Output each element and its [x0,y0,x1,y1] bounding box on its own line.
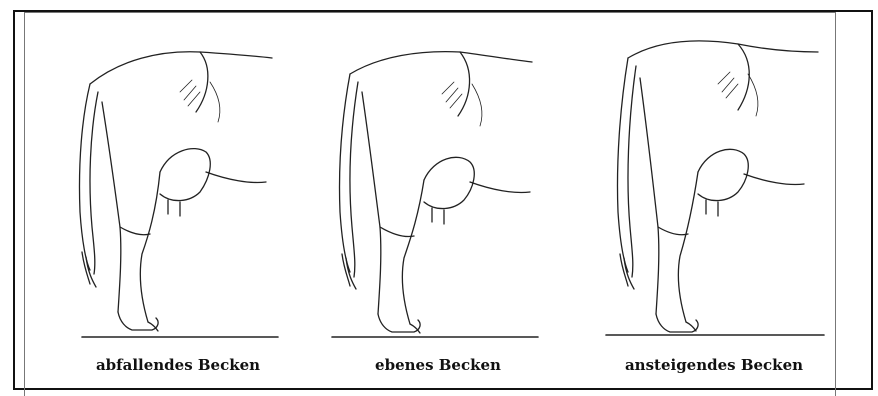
cow-hindquarter-level [320,22,560,342]
caption-ebenes-becken: ebenes Becken [308,356,568,374]
cow-hindquarter-sloping [60,22,300,342]
cow-hindquarter-rising [598,22,838,342]
caption-abfallendes-becken: abfallendes Becken [48,356,308,374]
caption-ansteigendes-becken: ansteigendes Becken [584,356,844,374]
